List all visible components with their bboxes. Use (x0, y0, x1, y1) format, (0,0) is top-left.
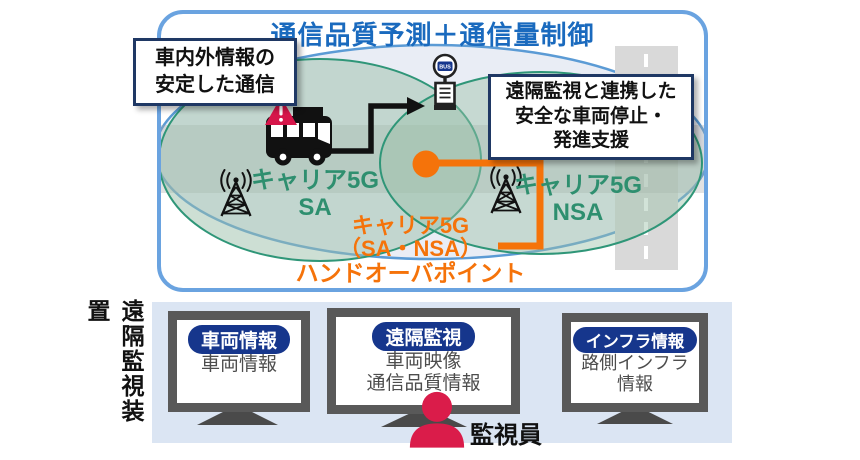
monitor-stand (597, 412, 673, 424)
handover-line: （SA・NSA） (338, 236, 482, 262)
monitor-screen: 車両情報 車両情報 (177, 320, 301, 403)
warning-icon (265, 97, 297, 125)
svg-text:BUS: BUS (439, 65, 451, 71)
monitor-text: 車両映像 (385, 351, 462, 372)
operator-icon (409, 391, 465, 448)
callout-remote-line: 遠隔監視と連携した (505, 81, 677, 102)
carrier-sa-label: キャリア5G SA (242, 167, 388, 222)
route-arrow (329, 97, 425, 154)
callout-stable-line: 安定した通信 (155, 74, 275, 96)
bus-icon (266, 107, 332, 166)
monitor-badge: 車両情報 (187, 325, 290, 354)
handover-connector (438, 159, 544, 250)
monitor-vehicle-info: 車両情報 車両情報 (168, 311, 310, 412)
handover-line: キャリア5G (351, 213, 470, 238)
monitor-text: 路側インフラ (581, 353, 689, 373)
handover-dot (412, 150, 440, 178)
carrier-nsa-mode: NSA (552, 198, 604, 226)
remote-monitoring-device-label: 遠隔監視装置 (84, 299, 144, 424)
carrier-nsa-name: キャリア5G (513, 172, 642, 199)
monitor-screen: 遠隔監視 車両映像 通信品質情報 (336, 317, 511, 405)
monitor-text: 通信品質情報 (366, 373, 481, 395)
carrier-sa-mode: SA (298, 193, 332, 221)
handover-line: ハンドオーバポイント (295, 259, 526, 286)
callout-remote-line: 発進支援 (552, 130, 629, 152)
operator-label: 監視員 (470, 422, 542, 449)
monitor-stand (197, 412, 278, 425)
callout-remote-support: 遠隔監視と連携した 安全な車両停止・ 発進支援 (488, 74, 694, 161)
diagram-title: 通信品質予測＋通信量制御 (270, 20, 595, 50)
monitor-badge: インフラ情報 (572, 327, 698, 353)
monitor-text: 情報 (617, 374, 653, 395)
monitor-badge: 遠隔監視 (372, 322, 475, 351)
callout-stable-communication: 車内外情報の 安定した通信 (133, 38, 297, 106)
handover-label: キャリア5G （SA・NSA） ハンドオーバポイント (283, 214, 538, 285)
callout-stable-line: 車内外情報の (155, 47, 275, 69)
callout-remote-line: 安全な車両停止・ (514, 105, 667, 127)
monitor-screen: インフラ情報 路側インフラ 情報 (571, 322, 699, 403)
carrier-nsa-label: キャリア5G NSA (512, 172, 644, 227)
bus-stop-icon: BUS (432, 53, 458, 110)
monitor-remote-view: 遠隔監視 車両映像 通信品質情報 (327, 308, 520, 414)
monitor-infra-info: インフラ情報 路側インフラ 情報 (562, 313, 708, 412)
carrier-sa-name: キャリア5G (250, 167, 379, 194)
monitor-text: 車両情報 (200, 354, 277, 375)
